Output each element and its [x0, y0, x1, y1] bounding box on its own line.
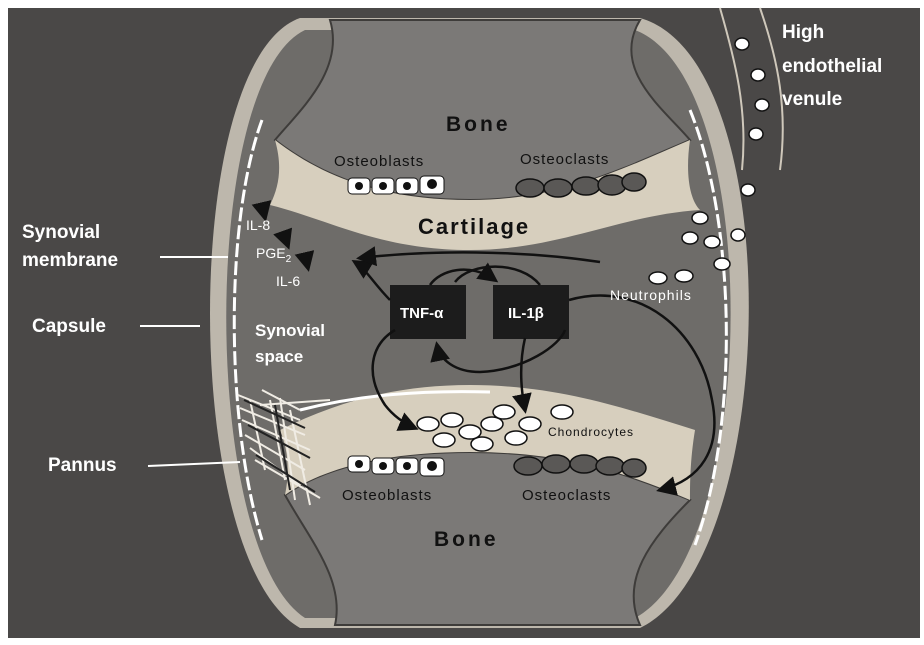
il6-label: IL-6 [276, 273, 300, 289]
capsule-label: Capsule [32, 316, 106, 337]
osteoblasts-top-label: Osteoblasts [334, 153, 424, 170]
cartilage-label: Cartilage [418, 214, 530, 239]
pge2-sub: 2 [286, 254, 292, 265]
high-endothelial-venule-label-1: High [782, 22, 824, 43]
pannus-label: Pannus [48, 455, 117, 476]
osteoclasts-top-label: Osteoclasts [520, 151, 609, 168]
il8-label: IL-8 [246, 217, 270, 233]
bone-top-label: Bone [446, 113, 511, 136]
osteoblasts-bottom-label: Osteoblasts [342, 487, 432, 504]
high-endothelial-venule-label-3: venule [782, 89, 842, 110]
high-endothelial-venule-label-2: endothelial [782, 56, 882, 77]
synovial-membrane-label-1: Synovial [22, 222, 100, 243]
neutrophils-label: Neutrophils [610, 287, 692, 303]
pge2-main: PGE [256, 245, 286, 261]
synovial-space-label-2: space [255, 347, 303, 366]
tnf-alpha-label: TNF-α [400, 305, 444, 322]
bone-bottom-label: Bone [434, 528, 499, 551]
il1-beta-label: IL-1β [508, 305, 544, 322]
osteoclasts-bottom-label: Osteoclasts [522, 487, 611, 504]
synovial-space-label-1: Synovial [255, 321, 325, 340]
synovial-membrane-label-2: membrane [22, 250, 118, 271]
chondrocytes-label: Chondrocytes [548, 425, 634, 439]
